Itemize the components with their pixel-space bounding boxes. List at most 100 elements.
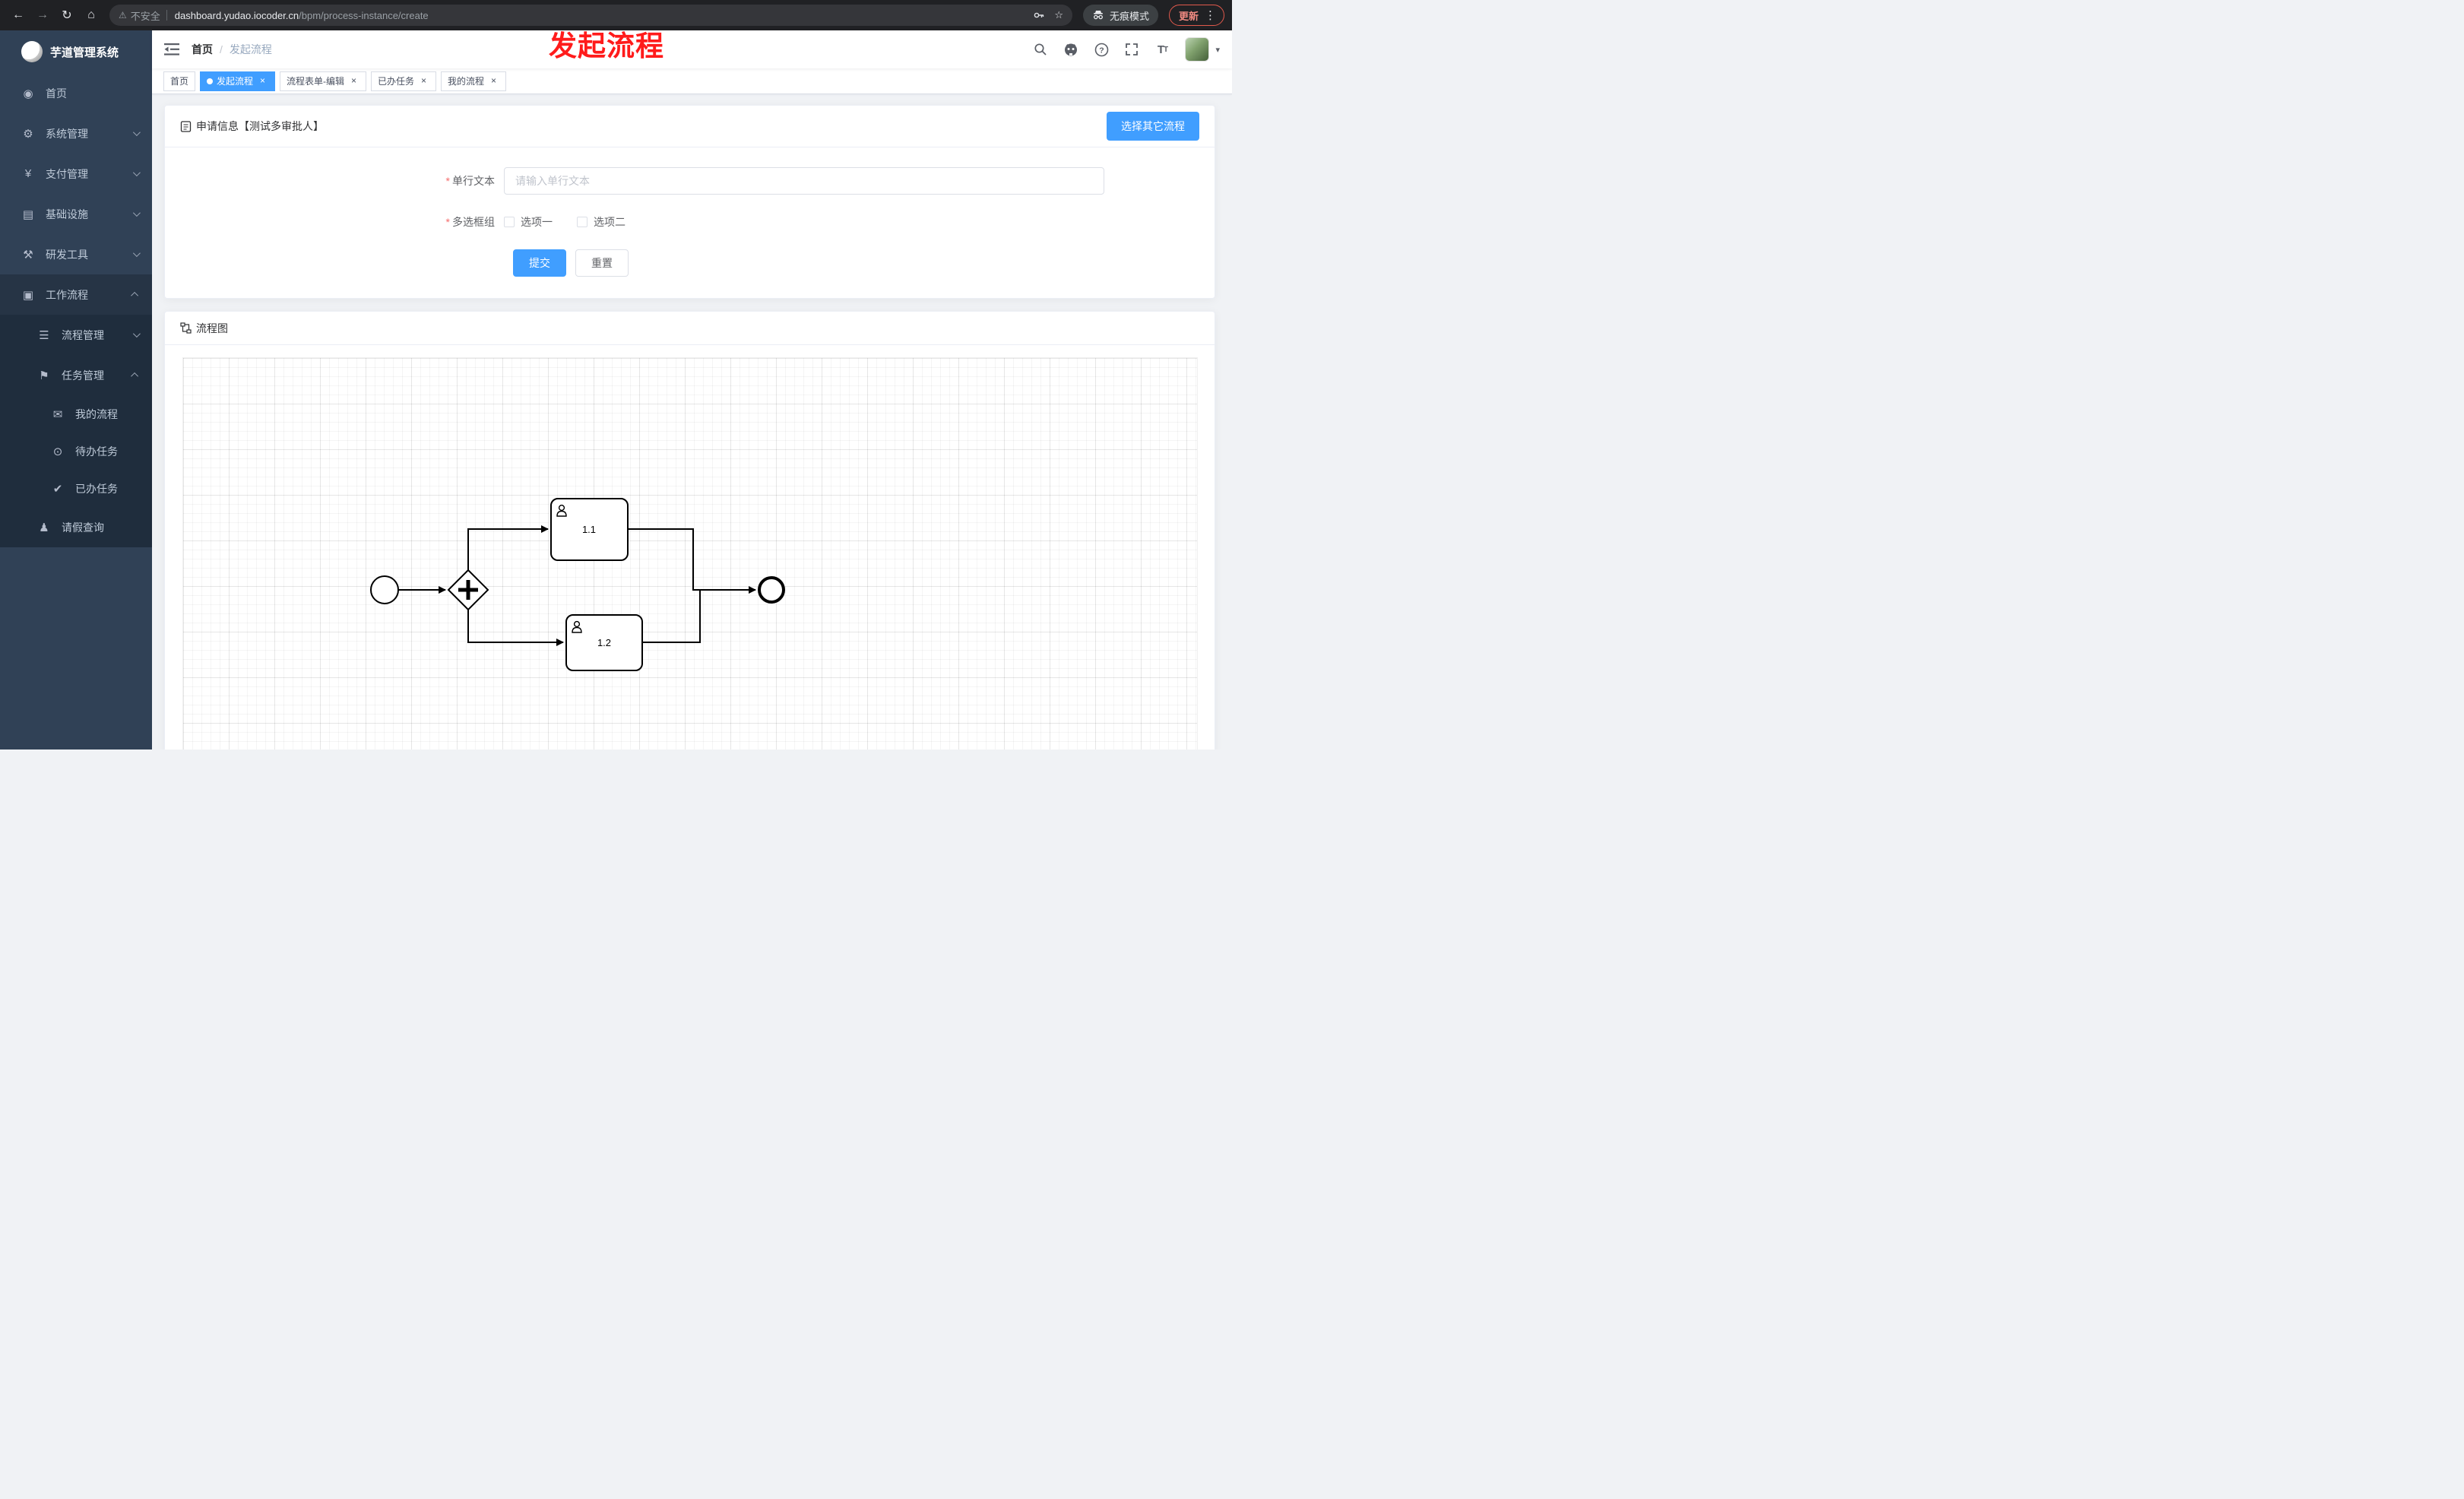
required-marker: * [445, 175, 450, 187]
tabs-bar: 首页 发起流程 × 流程表单-编辑 × 已办任务 × 我的流程 × [152, 68, 1232, 94]
sidebar-item-payment[interactable]: ¥ 支付管理 [0, 154, 152, 194]
bpmn-canvas[interactable]: 1.1 1.2 [182, 357, 1198, 750]
required-marker: * [445, 216, 450, 228]
checkbox-group: 选项一 选项二 [504, 214, 626, 230]
checkbox-option-2[interactable]: 选项二 [577, 214, 626, 230]
caret-down-icon: ▾ [1215, 45, 1220, 55]
user-menu[interactable]: ▾ [1185, 37, 1220, 62]
top-navbar: 首页 / 发起流程 [152, 30, 1232, 68]
tab-label: 我的流程 [448, 76, 485, 87]
security-label[interactable]: 不安全 [130, 10, 160, 22]
sidebar-item-todo-tasks[interactable]: ⊙ 待办任务 [0, 433, 152, 470]
flow-gateway-to-task1 [467, 525, 549, 570]
breadcrumb-current: 发起流程 [229, 43, 272, 55]
search-icon[interactable] [1033, 42, 1048, 57]
tab-close-icon[interactable]: × [421, 75, 427, 86]
sidebar-toggle-icon[interactable] [164, 43, 179, 56]
sidebar: 芋道管理系统 ◉ 首页 ⚙ 系统管理 ¥ 支付管理 ▤ [0, 30, 152, 750]
sidebar-item-infrastructure[interactable]: ▤ 基础设施 [0, 194, 152, 234]
single-line-text-input[interactable] [504, 167, 1104, 195]
check-icon: ✔ [52, 482, 63, 496]
sidebar-item-label: 系统管理 [46, 127, 88, 140]
process-diagram-card: 流程图 [164, 311, 1215, 750]
checkbox-group-label: *多选框组 [445, 216, 495, 228]
tab-close-icon[interactable]: × [351, 75, 357, 86]
sidebar-item-label: 基础设施 [46, 208, 88, 220]
github-icon[interactable] [1063, 42, 1078, 57]
tab-close-icon[interactable]: × [491, 75, 497, 86]
fullscreen-icon[interactable] [1124, 42, 1139, 57]
browser-back-icon[interactable]: ← [12, 8, 24, 21]
flag-icon: ⚑ [39, 369, 49, 382]
sidebar-item-leave-query[interactable]: ♟ 请假查询 [0, 507, 152, 547]
tab-close-icon[interactable]: × [260, 75, 266, 86]
sidebar-item-done-tasks[interactable]: ✔ 已办任务 [0, 470, 152, 507]
help-icon[interactable]: ? [1094, 42, 1109, 57]
browser-menu-icon[interactable]: ⋮ [1205, 9, 1216, 22]
checkbox-icon[interactable] [577, 217, 587, 227]
logo-image [21, 41, 43, 62]
tab-label: 已办任务 [378, 76, 415, 87]
sidebar-item-home[interactable]: ◉ 首页 [0, 73, 152, 113]
checkbox-icon[interactable] [504, 217, 515, 227]
select-other-process-button[interactable]: 选择其它流程 [1107, 112, 1199, 141]
update-button[interactable]: 更新 ⋮ [1168, 5, 1224, 26]
bpmn-user-task-2: 1.2 [565, 614, 643, 671]
font-size-big-t: T [1157, 43, 1164, 56]
active-dot-icon [207, 78, 214, 84]
page-content: 申请信息【测试多审批人】 选择其它流程 *单行文本 *多选框组 [152, 94, 1232, 750]
bookmark-star-icon[interactable]: ☆ [1054, 9, 1063, 21]
checkbox-option-label: 选项一 [521, 216, 553, 228]
browser-home-icon[interactable]: ⌂ [87, 8, 95, 21]
url-bar[interactable]: ⚠ 不安全 dashboard.yudao.iocoder.cn /bpm/pr… [109, 5, 1072, 26]
message-icon: ✉ [52, 407, 63, 421]
sidebar-item-system[interactable]: ⚙ 系统管理 [0, 113, 152, 154]
checkbox-option-1[interactable]: 选项一 [504, 214, 553, 230]
app-title: 芋道管理系统 [50, 46, 119, 59]
sidebar-item-my-processes[interactable]: ✉ 我的流程 [0, 395, 152, 433]
app-logo[interactable]: 芋道管理系统 [0, 30, 152, 73]
application-info-title: 申请信息【测试多审批人】 [196, 120, 324, 132]
flowchart-icon [180, 322, 192, 334]
yen-icon: ¥ [24, 167, 32, 180]
breadcrumb-separator: / [220, 43, 223, 55]
screen: ← → ↻ ⌂ ⚠ 不安全 dashboard.yudao.iocoder.cn… [0, 0, 1232, 750]
breadcrumb-home[interactable]: 首页 [192, 43, 213, 55]
sidebar-item-workflow[interactable]: ▣ 工作流程 [0, 274, 152, 315]
flow-task1-out [628, 528, 700, 591]
bpmn-diagram: 1.1 1.2 [370, 498, 785, 671]
browser-forward-icon[interactable]: → [36, 8, 49, 21]
password-key-icon[interactable] [1033, 9, 1045, 21]
sidebar-item-label: 我的流程 [75, 407, 118, 420]
tab-initiate-process[interactable]: 发起流程 × [200, 71, 276, 91]
bpmn-user-task-1: 1.1 [550, 498, 629, 561]
tab-label: 发起流程 [217, 76, 254, 87]
sidebar-menu: ◉ 首页 ⚙ 系统管理 ¥ 支付管理 ▤ 基础设施 [0, 73, 152, 547]
tab-my-processes[interactable]: 我的流程 × [441, 71, 507, 91]
reset-button[interactable]: 重置 [575, 249, 629, 277]
user-task-icon [572, 620, 582, 633]
flow-gateway-to-task2 [467, 610, 564, 646]
tab-process-form-edit[interactable]: 流程表单-编辑 × [280, 71, 367, 91]
sidebar-item-devtools[interactable]: ⚒ 研发工具 [0, 234, 152, 274]
breadcrumb: 首页 / 发起流程 [192, 42, 272, 57]
sidebar-item-process-management[interactable]: ☰ 流程管理 [0, 315, 152, 355]
tab-label: 流程表单-编辑 [287, 76, 345, 87]
url-path: /bpm/process-instance/create [299, 9, 429, 21]
bpmn-end-event [758, 576, 785, 604]
tab-home[interactable]: 首页 [163, 71, 196, 91]
font-size-small-t: T [1164, 45, 1168, 54]
tab-done-tasks[interactable]: 已办任务 × [371, 71, 437, 91]
submit-button[interactable]: 提交 [513, 249, 566, 277]
browser-chrome: ← → ↻ ⌂ ⚠ 不安全 dashboard.yudao.iocoder.cn… [0, 0, 1232, 30]
user-avatar[interactable] [1185, 37, 1210, 62]
chevron-down-icon [132, 330, 141, 338]
application-info-header: 申请信息【测试多审批人】 选择其它流程 [165, 106, 1215, 147]
application-info-card: 申请信息【测试多审批人】 选择其它流程 *单行文本 *多选框组 [164, 105, 1215, 299]
url-host: dashboard.yudao.iocoder.cn [174, 9, 299, 21]
sidebar-item-label: 待办任务 [75, 445, 118, 458]
browser-reload-icon[interactable]: ↻ [62, 9, 72, 22]
gear-icon: ⚙ [23, 127, 33, 141]
sidebar-item-task-management[interactable]: ⚑ 任务管理 [0, 355, 152, 395]
